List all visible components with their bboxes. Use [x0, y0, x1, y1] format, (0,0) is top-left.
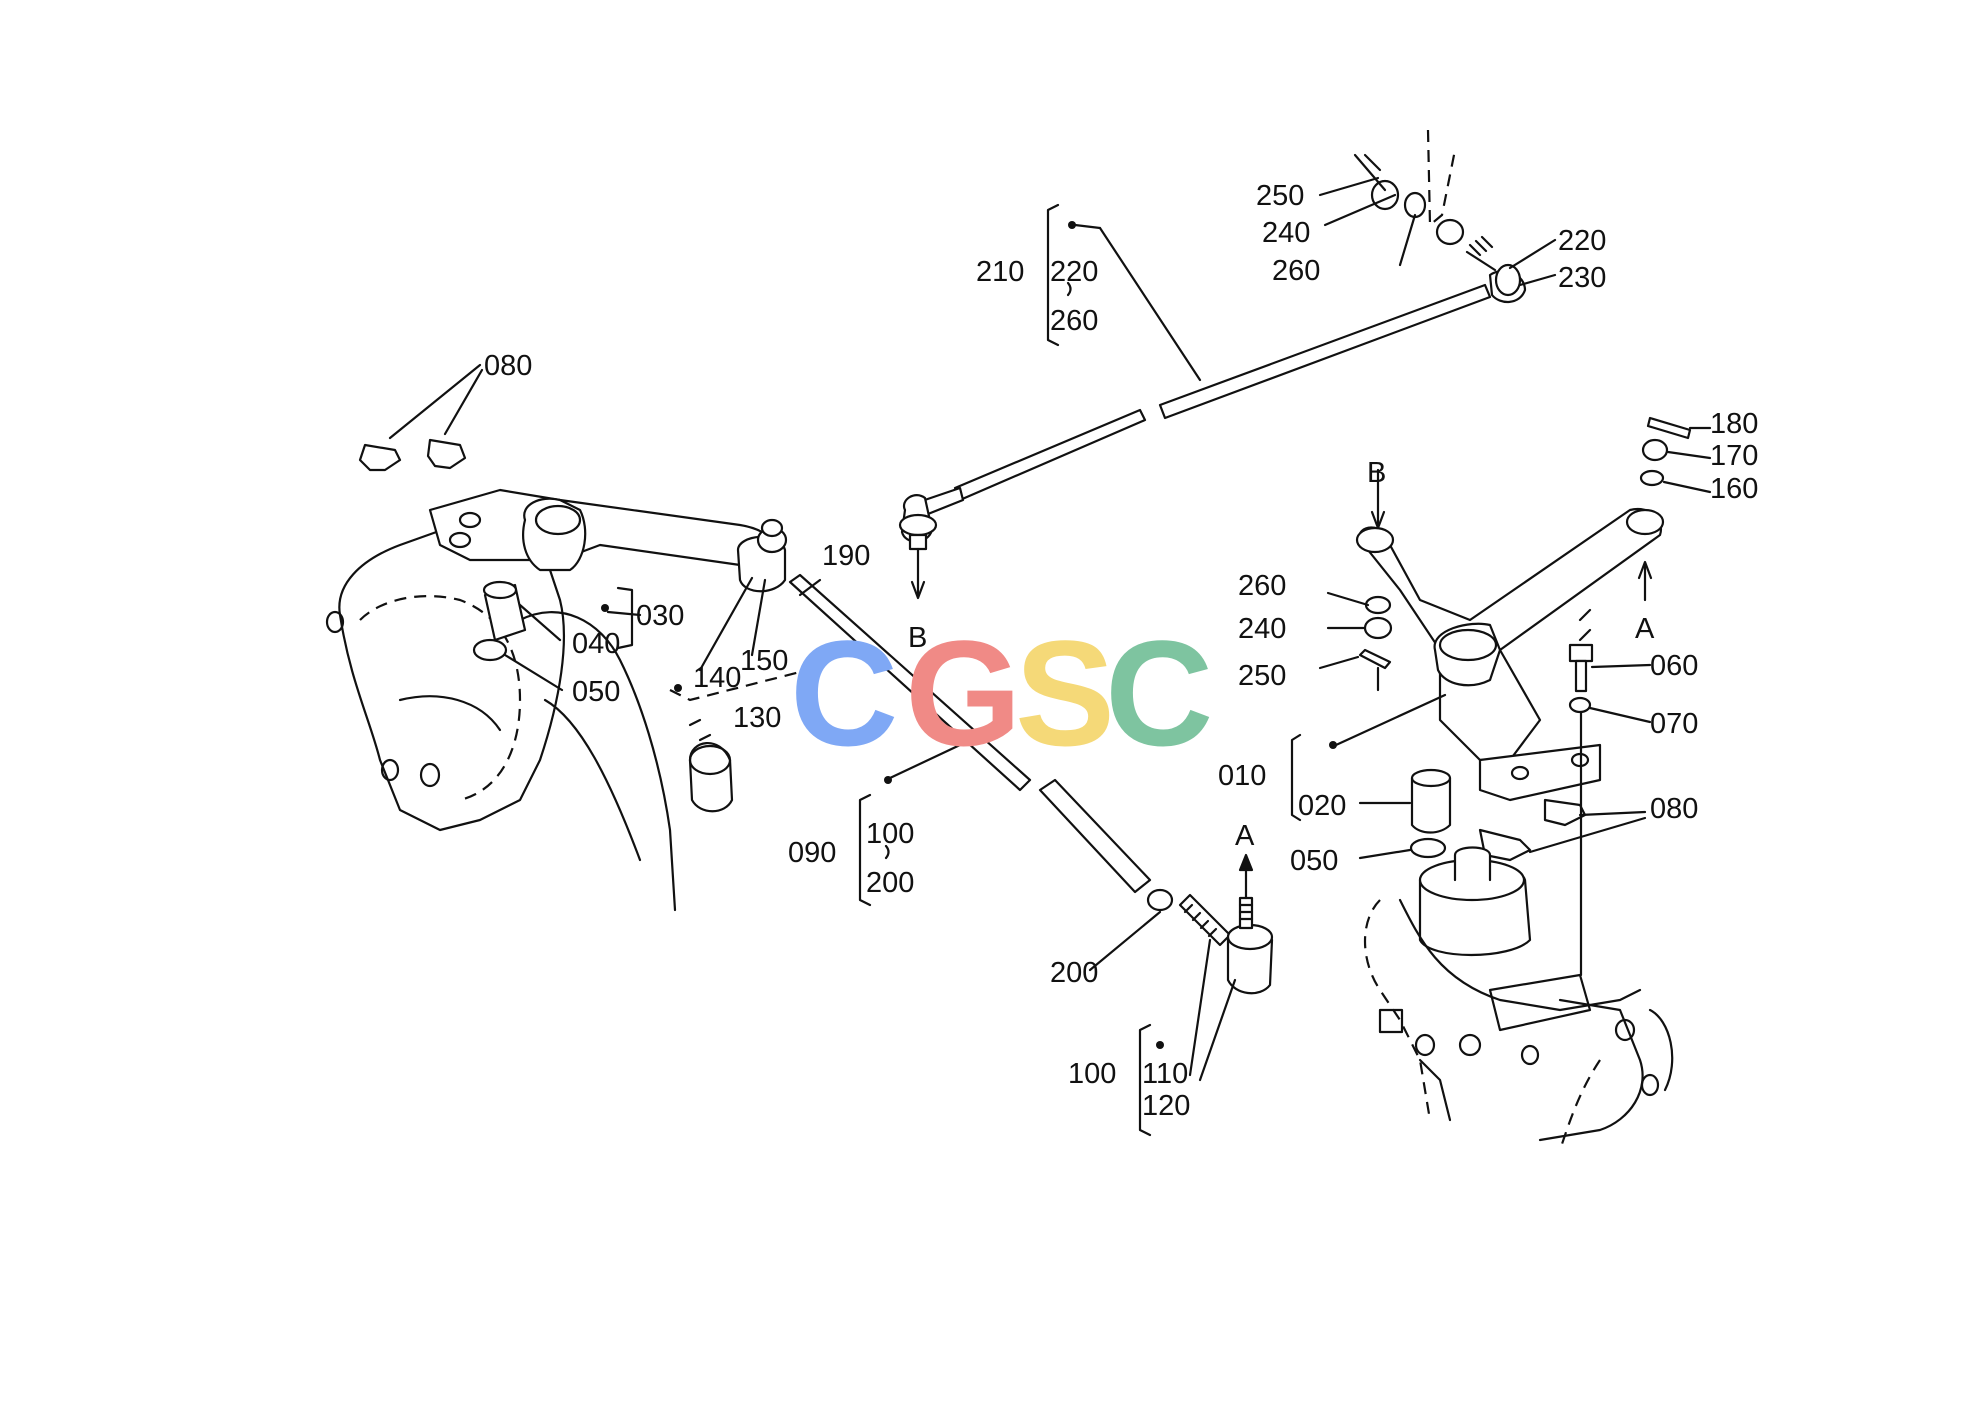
- watermark-letter-3: S: [1015, 609, 1115, 777]
- left-steering-arm: [428, 488, 775, 572]
- callout-label: B: [908, 622, 927, 654]
- callout-label: 080: [484, 350, 532, 382]
- callout-label: 250: [1238, 660, 1286, 692]
- callout-label: 060: [1650, 650, 1698, 682]
- callout-label: 260: [1050, 305, 1098, 337]
- callout-label: 250: [1256, 180, 1304, 212]
- callout-label: 190: [822, 540, 870, 572]
- right-hardware: [1318, 416, 1712, 977]
- callout-label: 120: [1142, 1090, 1190, 1122]
- drag-link-090: [788, 573, 1274, 1082]
- shim-plates-080-right: [1478, 798, 1647, 862]
- callout-label: 070: [1650, 708, 1698, 740]
- callout-label: 090: [788, 837, 836, 869]
- o-ring-050-right: [1358, 837, 1447, 860]
- callout-label: 200: [866, 867, 914, 899]
- callout-label: 200: [1050, 957, 1098, 989]
- tie-rod-210: [898, 129, 1557, 600]
- callout-label: 050: [1290, 845, 1338, 877]
- callout-label: 230: [1558, 262, 1606, 294]
- callout-label: A: [1635, 613, 1655, 645]
- callout-label: 240: [1238, 613, 1286, 645]
- callout-labels: 080 030 040 050 190 140 150 130 210 220 …: [484, 180, 1758, 1122]
- watermark-letter-2: G: [905, 609, 1022, 777]
- callout-label: 080: [1650, 793, 1698, 825]
- callout-label: 100: [1068, 1058, 1116, 1090]
- callout-label: 050: [572, 676, 620, 708]
- callout-label: 170: [1710, 440, 1758, 472]
- callout-label: 030: [636, 600, 684, 632]
- callout-label: 240: [1262, 217, 1310, 249]
- callout-label: 140: [693, 662, 741, 694]
- callout-label: 040: [572, 628, 620, 660]
- bushing-040: [482, 580, 527, 642]
- o-ring-050-left: [472, 638, 564, 692]
- watermark-letter-4: C: [1105, 609, 1213, 777]
- shim-plates-080-left: [358, 363, 484, 472]
- watermark-letter-1: C: [790, 609, 898, 777]
- callout-label: 020: [1298, 790, 1346, 822]
- callout-label: 220: [1050, 256, 1098, 288]
- cgsc-watermark: C G S C: [790, 609, 1213, 777]
- callout-label: 220: [1558, 225, 1606, 257]
- callout-label: B: [1367, 457, 1386, 489]
- right-knuckle-housing: [1364, 846, 1674, 1151]
- right-steering-arm: [1355, 507, 1665, 802]
- callout-label: 130: [733, 702, 781, 734]
- callout-label: 180: [1710, 408, 1758, 440]
- callout-label: 150: [740, 645, 788, 677]
- ball-joint-130: [669, 518, 811, 742]
- callout-label: 110: [1142, 1058, 1188, 1090]
- bushing-020: [1358, 768, 1452, 834]
- callout-label: 160: [1710, 473, 1758, 505]
- callout-label: 100: [866, 818, 914, 850]
- callout-label: 210: [976, 256, 1024, 288]
- callout-label: 260: [1238, 570, 1286, 602]
- left-gearbox-housing: [325, 515, 734, 912]
- callout-label: 260: [1272, 255, 1320, 287]
- callout-label: 010: [1218, 760, 1266, 792]
- callout-label: A: [1235, 820, 1255, 852]
